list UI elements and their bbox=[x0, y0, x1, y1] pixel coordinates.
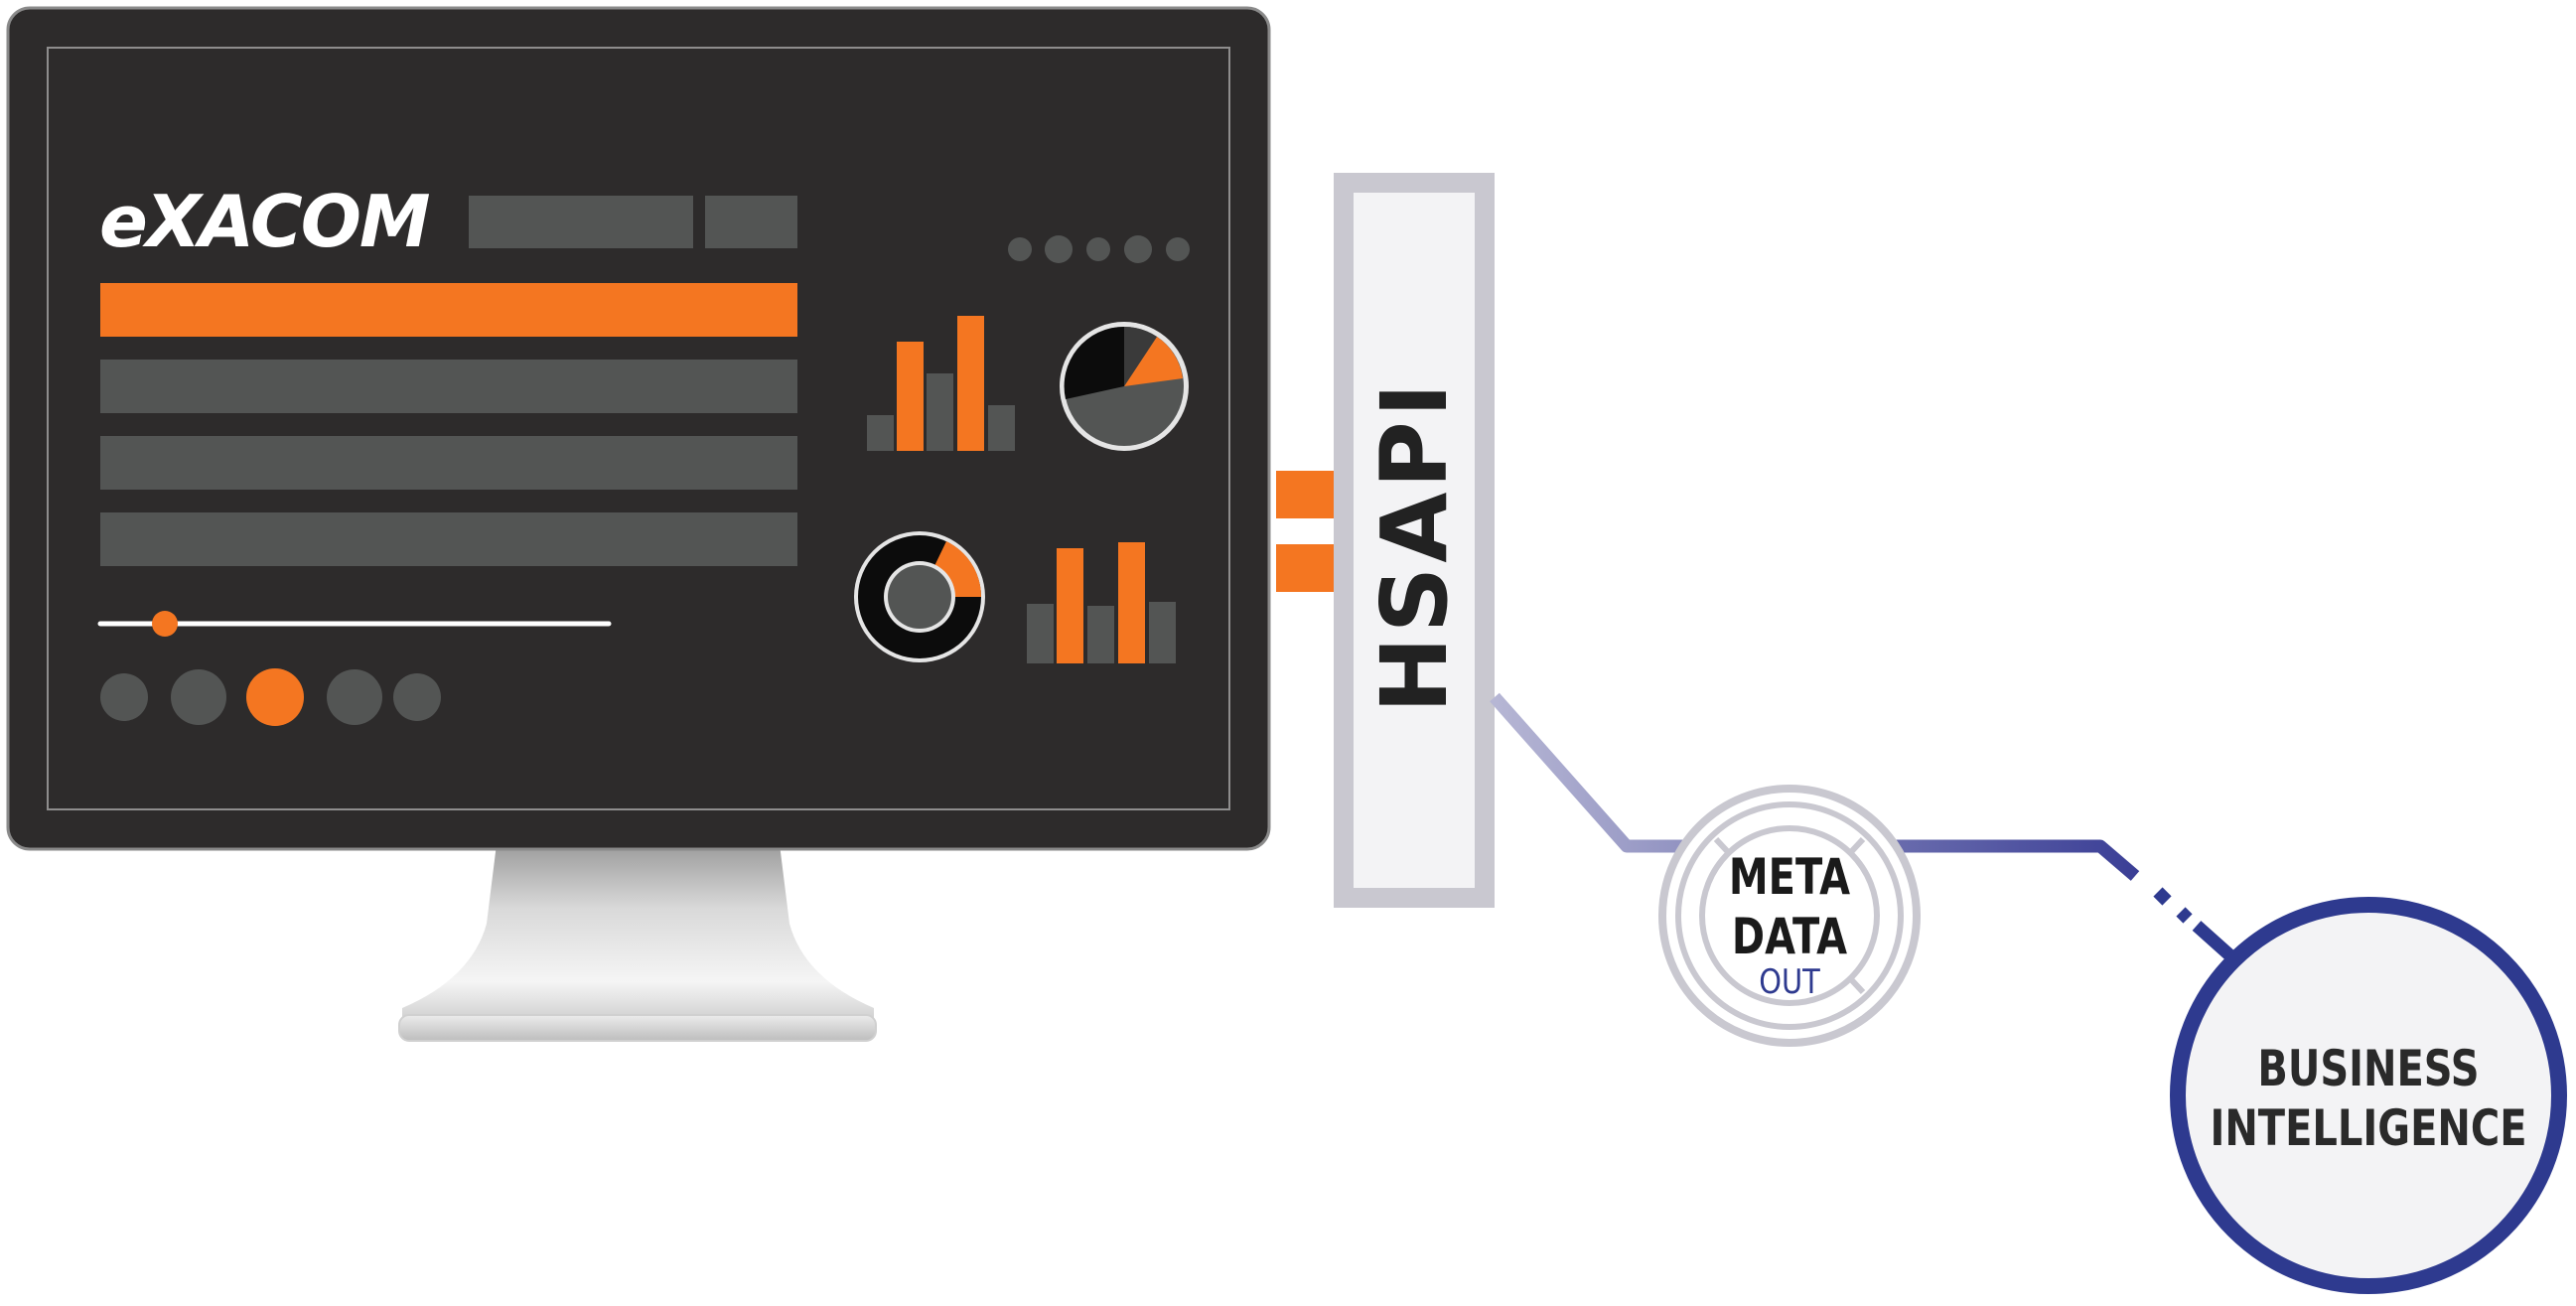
bi-line1: BUSINESS bbox=[2257, 1040, 2479, 1098]
list-row bbox=[100, 360, 797, 413]
exacom-logo: eXACOM bbox=[99, 180, 430, 263]
hsapi-label: HSAPI bbox=[1361, 379, 1468, 713]
metadata-line1: META bbox=[1729, 848, 1850, 907]
donut-chart-icon bbox=[854, 531, 985, 662]
connector-plug bbox=[1276, 471, 1336, 518]
connector-plug bbox=[1276, 544, 1336, 592]
metadata-line3: OUT bbox=[1759, 963, 1820, 1002]
list-row bbox=[100, 512, 797, 566]
indicator-dot bbox=[1166, 237, 1190, 261]
metadata-node: META DATA OUT bbox=[1658, 785, 1921, 1047]
list-row-highlighted bbox=[100, 283, 797, 337]
indicator-dot bbox=[1008, 237, 1032, 261]
list-row bbox=[100, 436, 797, 490]
metadata-line2: DATA bbox=[1732, 908, 1847, 966]
page-dot-active bbox=[246, 668, 304, 726]
indicator-dot bbox=[1124, 235, 1152, 263]
data-link-dash bbox=[2192, 921, 2239, 964]
pie-chart-icon bbox=[1060, 322, 1189, 451]
bar-chart-icon bbox=[867, 316, 1015, 451]
monitor: eXACOM ® bbox=[6, 6, 1271, 1042]
header-bar bbox=[469, 196, 693, 248]
indicator-dot bbox=[1045, 235, 1073, 263]
slider-thumb bbox=[152, 611, 178, 637]
page-dot bbox=[100, 673, 148, 721]
bi-line2: INTELLIGENCE bbox=[2210, 1099, 2526, 1158]
bar-chart-icon bbox=[1027, 542, 1176, 663]
page-dot bbox=[171, 669, 226, 725]
monitor-base bbox=[398, 1014, 877, 1042]
monitor-screen bbox=[47, 47, 1230, 810]
hsapi-box: HSAPI bbox=[1334, 173, 1495, 908]
data-link-dash bbox=[2153, 887, 2172, 906]
header-bar-small bbox=[705, 196, 797, 248]
monitor-stand bbox=[402, 844, 874, 1028]
business-intelligence-node: BUSINESS INTELLIGENCE bbox=[2170, 897, 2567, 1294]
registered-mark: ® bbox=[409, 197, 419, 208]
page-dot bbox=[327, 669, 382, 725]
data-link-dash bbox=[2176, 907, 2193, 924]
page-dot bbox=[393, 673, 441, 721]
indicator-dot bbox=[1086, 237, 1110, 261]
